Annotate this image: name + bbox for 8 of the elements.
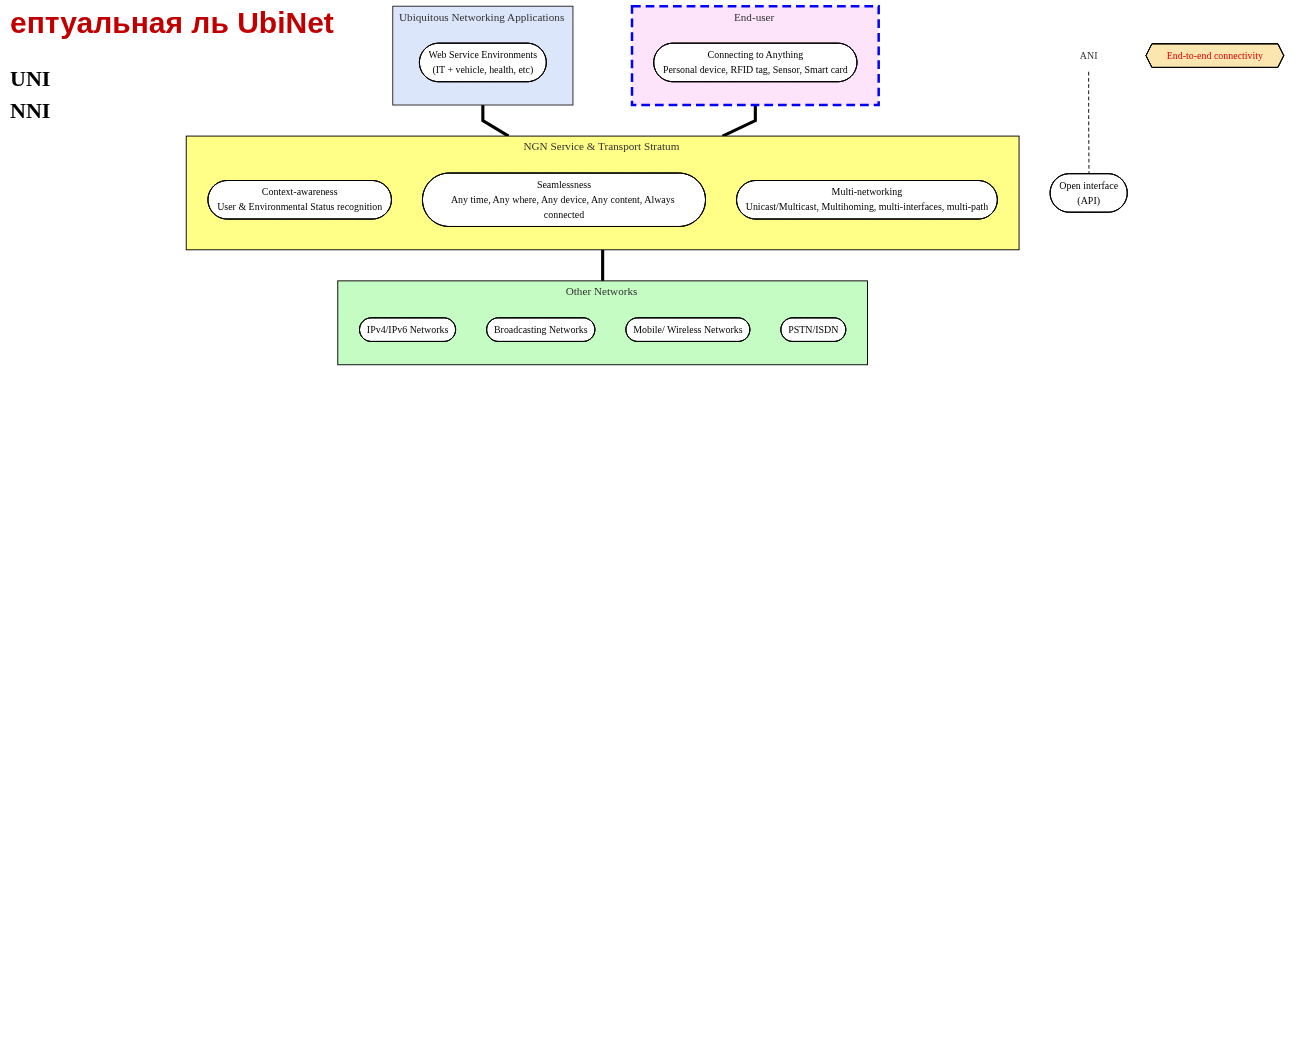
- connector: [481, 105, 510, 138]
- title: ептуальная ль UbiNet: [10, 6, 334, 40]
- node-text: ANI: [1079, 50, 1098, 61]
- connector: [601, 249, 605, 281]
- connector: [721, 105, 757, 138]
- connector: [1088, 71, 1090, 175]
- interface-label: UNI: [10, 66, 51, 92]
- interface-label: NNI: [10, 98, 51, 124]
